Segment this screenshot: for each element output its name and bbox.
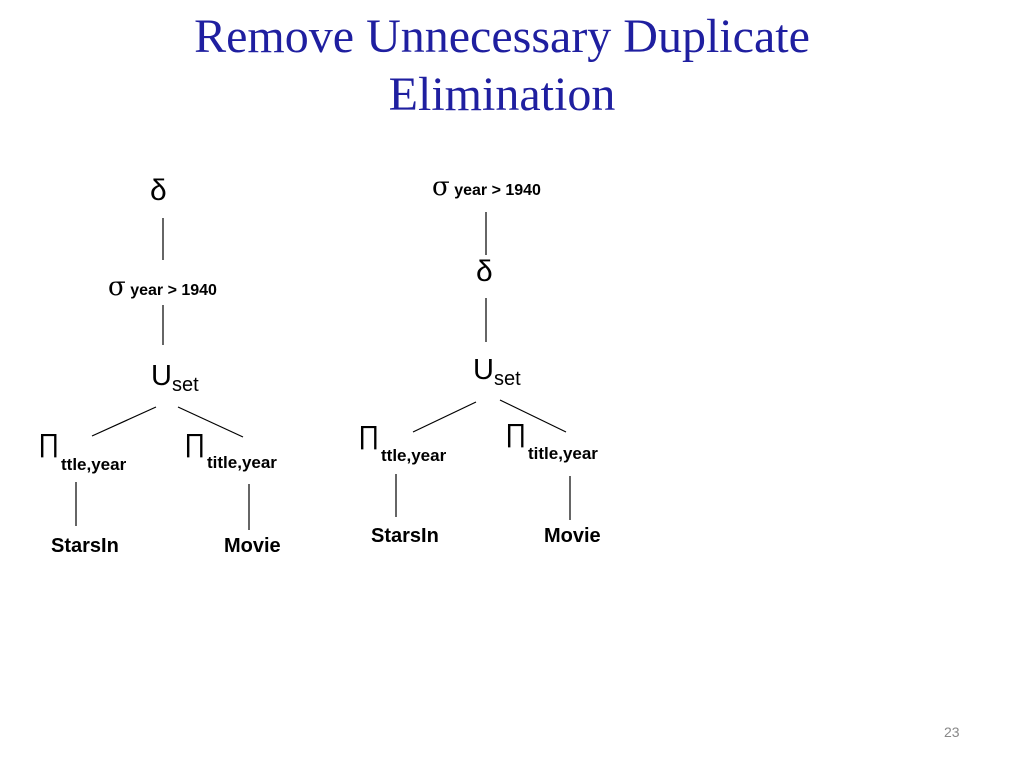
right-pi-right-symbol: ∏ (505, 419, 527, 449)
left-relation-movie: Movie (224, 535, 281, 557)
left-pi-left-symbol: ∏ (38, 429, 60, 459)
left-delta-node: δ (150, 174, 167, 207)
slide-title: Remove Unnecessary Duplicate Elimination (0, 8, 1004, 124)
right-sigma-symbol: σ (432, 172, 450, 202)
right-sigma-condition: year > 1940 (454, 182, 541, 199)
edge-right-union-pi-right (499, 399, 567, 433)
left-sigma-condition: year > 1940 (130, 282, 217, 299)
slide-title-line1: Remove Unnecessary Duplicate (194, 10, 810, 63)
right-pi-right-attributes: title,year (528, 444, 598, 463)
left-relation-starsin: StarsIn (51, 535, 119, 557)
left-union-symbol: U (151, 360, 172, 392)
right-union-subscript: set (493, 368, 521, 390)
right-union-node: Uset (473, 354, 521, 391)
right-pi-left-symbol: ∏ (358, 421, 380, 451)
left-union-node: Uset (151, 360, 199, 397)
right-union-symbol: U (473, 354, 494, 386)
right-pi-left-attributes: ttle,year (381, 446, 447, 465)
edge-left-union-pi-right (177, 406, 244, 438)
right-relation-movie: Movie (544, 525, 601, 547)
slide-title-line2: Elimination (388, 68, 616, 121)
left-pi-right-symbol: ∏ (184, 429, 206, 459)
left-union-subscript: set (171, 374, 199, 396)
left-pi-left-attributes: ttle,year (61, 455, 127, 474)
edge-left-union-pi-left (91, 406, 157, 437)
edge-right-union-pi-left (412, 401, 477, 433)
slide-number: 23 (944, 724, 960, 740)
right-delta-node: δ (476, 255, 493, 288)
left-pi-right-attributes: title,year (207, 453, 277, 472)
left-sigma-symbol: σ (108, 272, 126, 302)
right-relation-starsin: StarsIn (371, 525, 439, 547)
left-sigma-node: σ year > 1940 (108, 272, 217, 302)
right-sigma-node: σ year > 1940 (432, 172, 541, 202)
